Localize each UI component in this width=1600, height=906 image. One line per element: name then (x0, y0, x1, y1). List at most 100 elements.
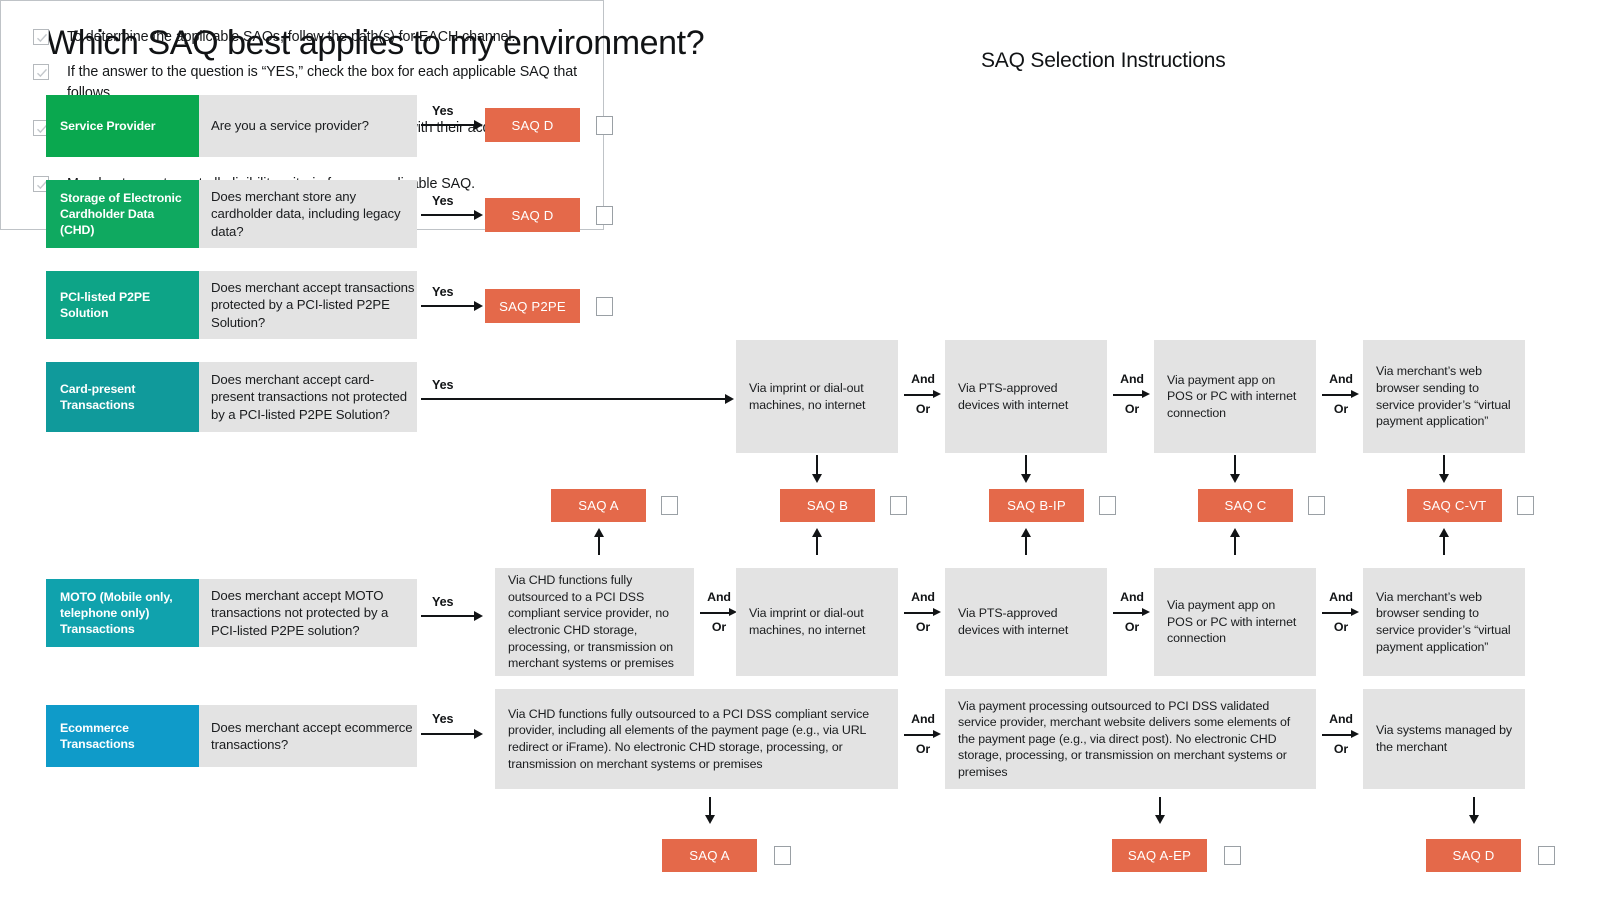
option-text: Via imprint or dial-out machines, no int… (749, 380, 866, 412)
channel-question-box: Does merchant accept card-present transa… (199, 362, 417, 432)
flow-arrow-down (1155, 797, 1165, 824)
channel-name: Storage of Electronic Cardholder Data (C… (60, 191, 182, 237)
saq-badge-d-bottom[interactable]: SAQ D (1426, 839, 1521, 872)
yes-label: Yes (432, 104, 454, 118)
yes-label: Yes (432, 194, 454, 208)
option-box-card-present-2: Via PTS-approved devices with internet (945, 340, 1107, 453)
channel-row-card-present: Card-present Transactions Does merchant … (46, 362, 417, 432)
flow-arrow-up (1230, 528, 1240, 555)
channel-label-ecommerce: Ecommerce Transactions (46, 705, 199, 767)
or-label: Or (915, 620, 931, 634)
and-or-connector: And Or (1318, 372, 1364, 417)
flow-arrow-down (1469, 797, 1479, 824)
or-label: Or (1333, 620, 1349, 634)
channel-row-ecommerce: Ecommerce Transactions Does merchant acc… (46, 705, 417, 767)
saq-badge-a-ep-bottom[interactable]: SAQ A-EP (1112, 839, 1207, 872)
option-text: Via CHD functions fully outsourced to a … (508, 573, 674, 671)
flow-arrow-down (1021, 455, 1031, 483)
or-label: Or (1333, 402, 1349, 416)
option-text: Via merchant’s web browser sending to se… (1376, 589, 1511, 654)
saq-badge-label: SAQ P2PE (499, 298, 566, 314)
channel-row-p2pe: PCI-listed P2PE Solution Does merchant a… (46, 271, 417, 339)
channel-label-card-present: Card-present Transactions (46, 362, 199, 432)
saq-badge-a-bottom[interactable]: SAQ A (662, 839, 757, 872)
channel-label-chd-storage: Storage of Electronic Cardholder Data (C… (46, 180, 199, 248)
flow-arrow-down (1439, 455, 1449, 483)
saq-checkbox[interactable] (1517, 496, 1534, 515)
and-label: And (911, 590, 935, 604)
channel-name: Card-present Transactions (60, 382, 136, 412)
saq-checkbox[interactable] (1224, 846, 1241, 865)
saq-badge-label: SAQ A (578, 498, 619, 513)
flow-arrow-right-long (421, 394, 734, 404)
saq-badge-d-chd-storage[interactable]: SAQ D (485, 198, 580, 232)
and-or-connector: And Or (1109, 372, 1155, 417)
option-box-ecommerce-1: Via CHD functions fully outsourced to a … (495, 689, 898, 789)
option-text: Via PTS-approved devices with internet (958, 380, 1069, 412)
or-label: Or (1124, 402, 1140, 416)
and-or-connector: And Or (900, 590, 946, 635)
saq-checkbox[interactable] (661, 496, 678, 515)
saq-checkbox[interactable] (596, 297, 613, 316)
saq-checkbox[interactable] (1308, 496, 1325, 515)
yes-label: Yes (432, 378, 454, 392)
checkmark-icon[interactable] (33, 64, 49, 80)
option-box-moto-1: Via CHD functions fully outsourced to a … (495, 568, 694, 676)
option-text: Via merchant’s web browser sending to se… (1376, 364, 1511, 429)
saq-badge-c-middle[interactable]: SAQ C (1198, 489, 1293, 522)
saq-badge-label: SAQ D (1452, 848, 1495, 863)
saq-checkbox[interactable] (774, 846, 791, 865)
saq-checkbox[interactable] (596, 206, 613, 225)
and-label: And (1329, 712, 1353, 726)
channel-question: Are you a service provider? (211, 118, 369, 134)
instructions-panel-title: SAQ Selection Instructions (981, 49, 1226, 72)
option-box-card-present-4: Via merchant’s web browser sending to se… (1363, 340, 1525, 453)
option-box-card-present-1: Via imprint or dial-out machines, no int… (736, 340, 898, 453)
and-or-connector: And Or (696, 590, 742, 635)
option-box-moto-5: Via merchant’s web browser sending to se… (1363, 568, 1525, 676)
and-or-connector: And Or (1318, 712, 1364, 757)
channel-question-box: Are you a service provider? (199, 95, 417, 157)
channel-label-p2pe: PCI-listed P2PE Solution (46, 271, 199, 339)
checkmark-icon[interactable] (33, 120, 49, 136)
saq-badge-a-middle[interactable]: SAQ A (551, 489, 646, 522)
channel-label-service-provider: Service Provider (46, 95, 199, 157)
saq-checkbox[interactable] (596, 116, 613, 135)
saq-checkbox[interactable] (1099, 496, 1116, 515)
channel-name: Service Provider (60, 119, 156, 133)
yes-label: Yes (432, 285, 454, 299)
channel-label-moto: MOTO (Mobile only, telephone only) Trans… (46, 579, 199, 647)
saq-badge-label: SAQ D (511, 117, 554, 133)
or-label: Or (711, 620, 727, 634)
saq-badge-b-middle[interactable]: SAQ B (780, 489, 875, 522)
option-box-moto-3: Via PTS-approved devices with internet (945, 568, 1107, 676)
instruction-text: To determine the applicable SAQs, follow… (67, 29, 516, 45)
channel-name: PCI-listed P2PE Solution (60, 290, 151, 320)
saq-checkbox[interactable] (890, 496, 907, 515)
flow-arrow-up (594, 528, 604, 555)
channel-name: MOTO (Mobile only, telephone only) Trans… (60, 590, 173, 636)
or-label: Or (1333, 742, 1349, 756)
flow-arrow-right (421, 729, 483, 739)
and-label: And (1329, 372, 1353, 386)
saq-badge-c-vt-middle[interactable]: SAQ C-VT (1407, 489, 1502, 522)
option-text: Via payment processing outsourced to PCI… (958, 698, 1291, 779)
checkmark-icon[interactable] (33, 29, 49, 45)
saq-checkbox[interactable] (1538, 846, 1555, 865)
yes-label: Yes (432, 595, 454, 609)
flow-arrow-right (421, 301, 483, 311)
page-title: Which SAQ best applies to my environment… (46, 24, 705, 62)
channel-name: Ecommerce Transactions (60, 721, 135, 751)
saq-badge-p2pe[interactable]: SAQ P2PE (485, 289, 580, 323)
channel-row-service-provider: Service Provider Are you a service provi… (46, 95, 417, 157)
channel-question: Does merchant accept MOTO transactions n… (211, 587, 389, 638)
saq-badge-label: SAQ C-VT (1422, 498, 1487, 513)
option-box-card-present-3: Via payment app on POS or PC with intern… (1154, 340, 1316, 453)
and-or-connector: And Or (1109, 590, 1155, 635)
and-label: And (1329, 590, 1353, 604)
saq-badge-b-ip-middle[interactable]: SAQ B-IP (989, 489, 1084, 522)
saq-badge-label: SAQ B-IP (1007, 498, 1066, 513)
yes-label: Yes (432, 712, 454, 726)
saq-badge-d-service-provider[interactable]: SAQ D (485, 108, 580, 142)
